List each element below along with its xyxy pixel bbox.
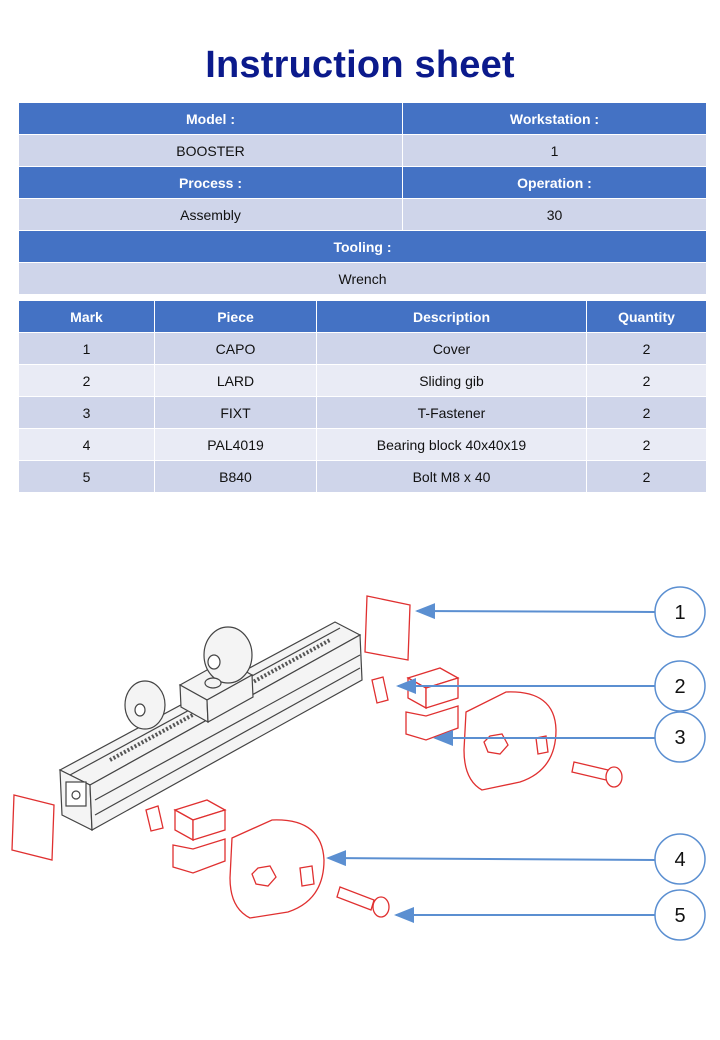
model-value: BOOSTER: [18, 134, 403, 167]
cell-mark: 2: [18, 364, 155, 397]
callout-circle-1: [654, 586, 706, 638]
callout-number-2: 2: [674, 676, 685, 698]
cell-mark: 3: [18, 396, 155, 429]
cell-mark: 4: [18, 428, 155, 461]
callout-markers: 1 2 3 4 5: [654, 586, 706, 941]
cell-piece: CAPO: [154, 332, 317, 365]
cell-quantity: 2: [586, 364, 707, 397]
table-row: 4 PAL4019 Bearing block 40x40x19 2: [18, 428, 707, 461]
table-row: 1 CAPO Cover 2: [18, 332, 707, 365]
cell-description: Cover: [316, 332, 587, 365]
model-label: Model :: [18, 102, 403, 135]
page-title: Instruction sheet: [205, 44, 515, 86]
sliding-gib-part: [145, 805, 164, 832]
cover-part: [11, 794, 55, 861]
bolt-part: [571, 761, 623, 788]
t-fastener-part: [405, 667, 460, 741]
callout-number-1: 1: [674, 602, 685, 624]
callout-arrows: [326, 603, 656, 923]
process-label: Process :: [18, 166, 403, 199]
workstation-value: 1: [402, 134, 707, 167]
bolt-part: [336, 886, 390, 918]
cell-description: T-Fastener: [316, 396, 587, 429]
cell-description: Bolt M8 x 40: [316, 460, 587, 493]
bearing-block-part: [463, 691, 557, 791]
assembly-parts: [11, 595, 623, 919]
callout-circle-3: [654, 711, 706, 763]
cell-mark: 1: [18, 332, 155, 365]
cell-piece: B840: [154, 460, 317, 493]
table-row: 2 LARD Sliding gib 2: [18, 364, 707, 397]
callout-number-5: 5: [674, 905, 685, 927]
callout-number-3: 3: [674, 727, 685, 749]
tooling-value: Wrench: [18, 262, 707, 295]
cell-quantity: 2: [586, 428, 707, 461]
cell-piece: FIXT: [154, 396, 317, 429]
cover-part: [364, 595, 411, 661]
cell-quantity: 2: [586, 332, 707, 365]
col-header-quantity: Quantity: [586, 300, 707, 333]
sliding-gib-part: [371, 676, 389, 704]
bearing-block-part: [229, 819, 325, 919]
cell-description: Bearing block 40x40x19: [316, 428, 587, 461]
callout-number-4: 4: [674, 849, 685, 871]
callout-circle-2: [654, 660, 706, 712]
callout-circle-4: [654, 833, 706, 885]
operation-value: 30: [402, 198, 707, 231]
table-row: 3 FIXT T-Fastener 2: [18, 396, 707, 429]
cell-piece: LARD: [154, 364, 317, 397]
cell-piece: PAL4019: [154, 428, 317, 461]
table-row: 5 B840 Bolt M8 x 40 2: [18, 460, 707, 493]
parts-table: Mark Piece Description Quantity 1 CAPO C…: [18, 300, 707, 493]
info-table: Model : Workstation : BOOSTER 1 Process …: [18, 102, 707, 295]
exploded-assembly-diagram: 1 2 3 4 5: [11, 586, 706, 941]
callout-circle-5: [654, 889, 706, 941]
cell-quantity: 2: [586, 396, 707, 429]
t-fastener-part: [172, 799, 227, 874]
cell-description: Sliding gib: [316, 364, 587, 397]
carriage: [124, 626, 254, 730]
col-header-piece: Piece: [154, 300, 317, 333]
workstation-label: Workstation :: [402, 102, 707, 135]
col-header-description: Description: [316, 300, 587, 333]
process-value: Assembly: [18, 198, 403, 231]
col-header-mark: Mark: [18, 300, 155, 333]
cell-quantity: 2: [586, 460, 707, 493]
cell-mark: 5: [18, 460, 155, 493]
tooling-label: Tooling :: [18, 230, 707, 263]
operation-label: Operation :: [402, 166, 707, 199]
